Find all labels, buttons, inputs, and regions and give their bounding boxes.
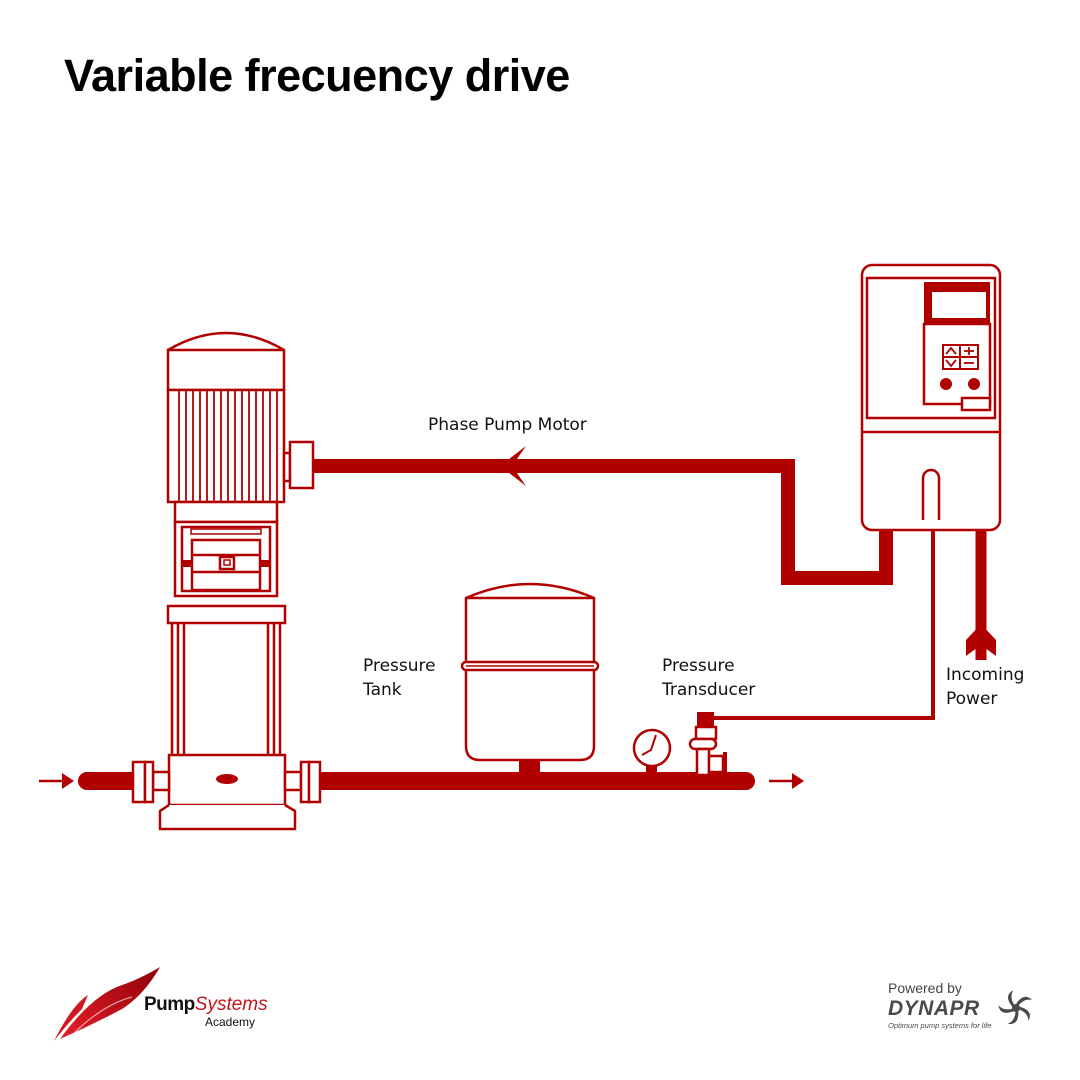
pump-body-icon <box>158 604 297 831</box>
phase-pump-motor-label: Phase Pump Motor <box>428 415 587 435</box>
dynapro-tagline: Optimum pump systems for life <box>888 1021 992 1030</box>
dynapro-logo: Powered by DYNAPR Optimum pump systems f… <box>880 978 1040 1038</box>
flow-out-arrow-icon <box>769 773 804 789</box>
motor-line-arrow-icon <box>500 446 526 486</box>
transducer-signal-line <box>710 530 935 720</box>
pump-motor-icon <box>166 331 315 598</box>
vfd-keypad <box>942 344 979 370</box>
gauge-icon <box>632 728 672 775</box>
vfd-controller-icon <box>860 263 1002 532</box>
incoming-power-arrow-icon <box>966 624 996 656</box>
vfd-button-left <box>940 378 952 390</box>
transducer-icon <box>688 712 727 777</box>
page-title: Variable frecuency drive <box>64 50 570 101</box>
logo-brand-text: PumpSystems <box>144 994 268 1015</box>
main-pipe <box>78 760 755 804</box>
incoming-power-label: Incoming Power <box>946 665 1025 709</box>
pressure-tank-label: Pressure Tank <box>363 656 436 700</box>
pump-systems-academy-logo: PumpSystems Academy <box>52 965 282 1045</box>
logo-sub-text: Academy <box>205 1015 256 1029</box>
vfd-button-right <box>968 378 980 390</box>
flow-in-arrow-icon <box>39 773 74 789</box>
swoosh-logo-icon <box>54 967 160 1041</box>
pressure-transducer-label: Pressure Transducer <box>662 656 756 700</box>
impeller-icon <box>998 990 1032 1025</box>
incoming-power-line <box>966 530 996 660</box>
motor-power-line <box>312 446 893 585</box>
powered-by-text: Powered by <box>888 980 962 996</box>
expansion-tank-icon <box>460 582 600 774</box>
dynapro-name: DYNAPR <box>888 997 980 1020</box>
